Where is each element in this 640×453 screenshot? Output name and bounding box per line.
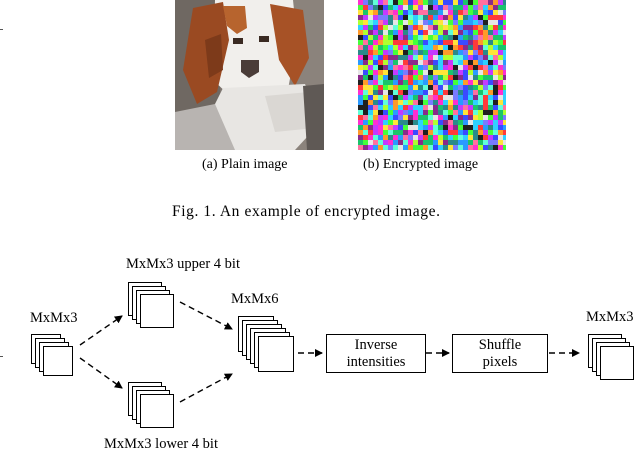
concat-label: MxMx6 bbox=[231, 291, 279, 307]
inverse-box-line2: intensities bbox=[346, 353, 406, 370]
margin-mark bbox=[0, 29, 3, 30]
subcaption-plain: (a) Plain image bbox=[202, 157, 288, 172]
subcaption-encrypted: (b) Encrypted image bbox=[363, 157, 479, 172]
output-label: MxMx3 bbox=[586, 309, 634, 325]
plain-image bbox=[175, 0, 324, 150]
inverse-box-line1: Inverse bbox=[354, 336, 398, 353]
figure-1-caption: Fig. 1. An example of encrypted image. bbox=[172, 203, 441, 220]
shuffle-box-line1: Shuffle bbox=[478, 336, 522, 353]
upper-bits-label: MxMx3 upper 4 bit bbox=[126, 256, 240, 272]
margin-mark bbox=[0, 356, 3, 357]
arrow-input-to-lower bbox=[79, 357, 123, 389]
shuffle-pixels-box: Shuffle pixels bbox=[452, 334, 548, 373]
input-label: MxMx3 bbox=[30, 310, 78, 326]
shuffle-box-line2: pixels bbox=[482, 353, 518, 370]
encrypted-image bbox=[358, 0, 506, 150]
inverse-intensities-box: Inverse intensities bbox=[326, 334, 426, 373]
lower-bits-label: MxMx3 lower 4 bit bbox=[104, 436, 218, 452]
arrow-lower-to-concat bbox=[179, 373, 233, 403]
arrow-upper-to-concat bbox=[179, 301, 233, 330]
arrow-input-to-upper bbox=[79, 315, 123, 346]
